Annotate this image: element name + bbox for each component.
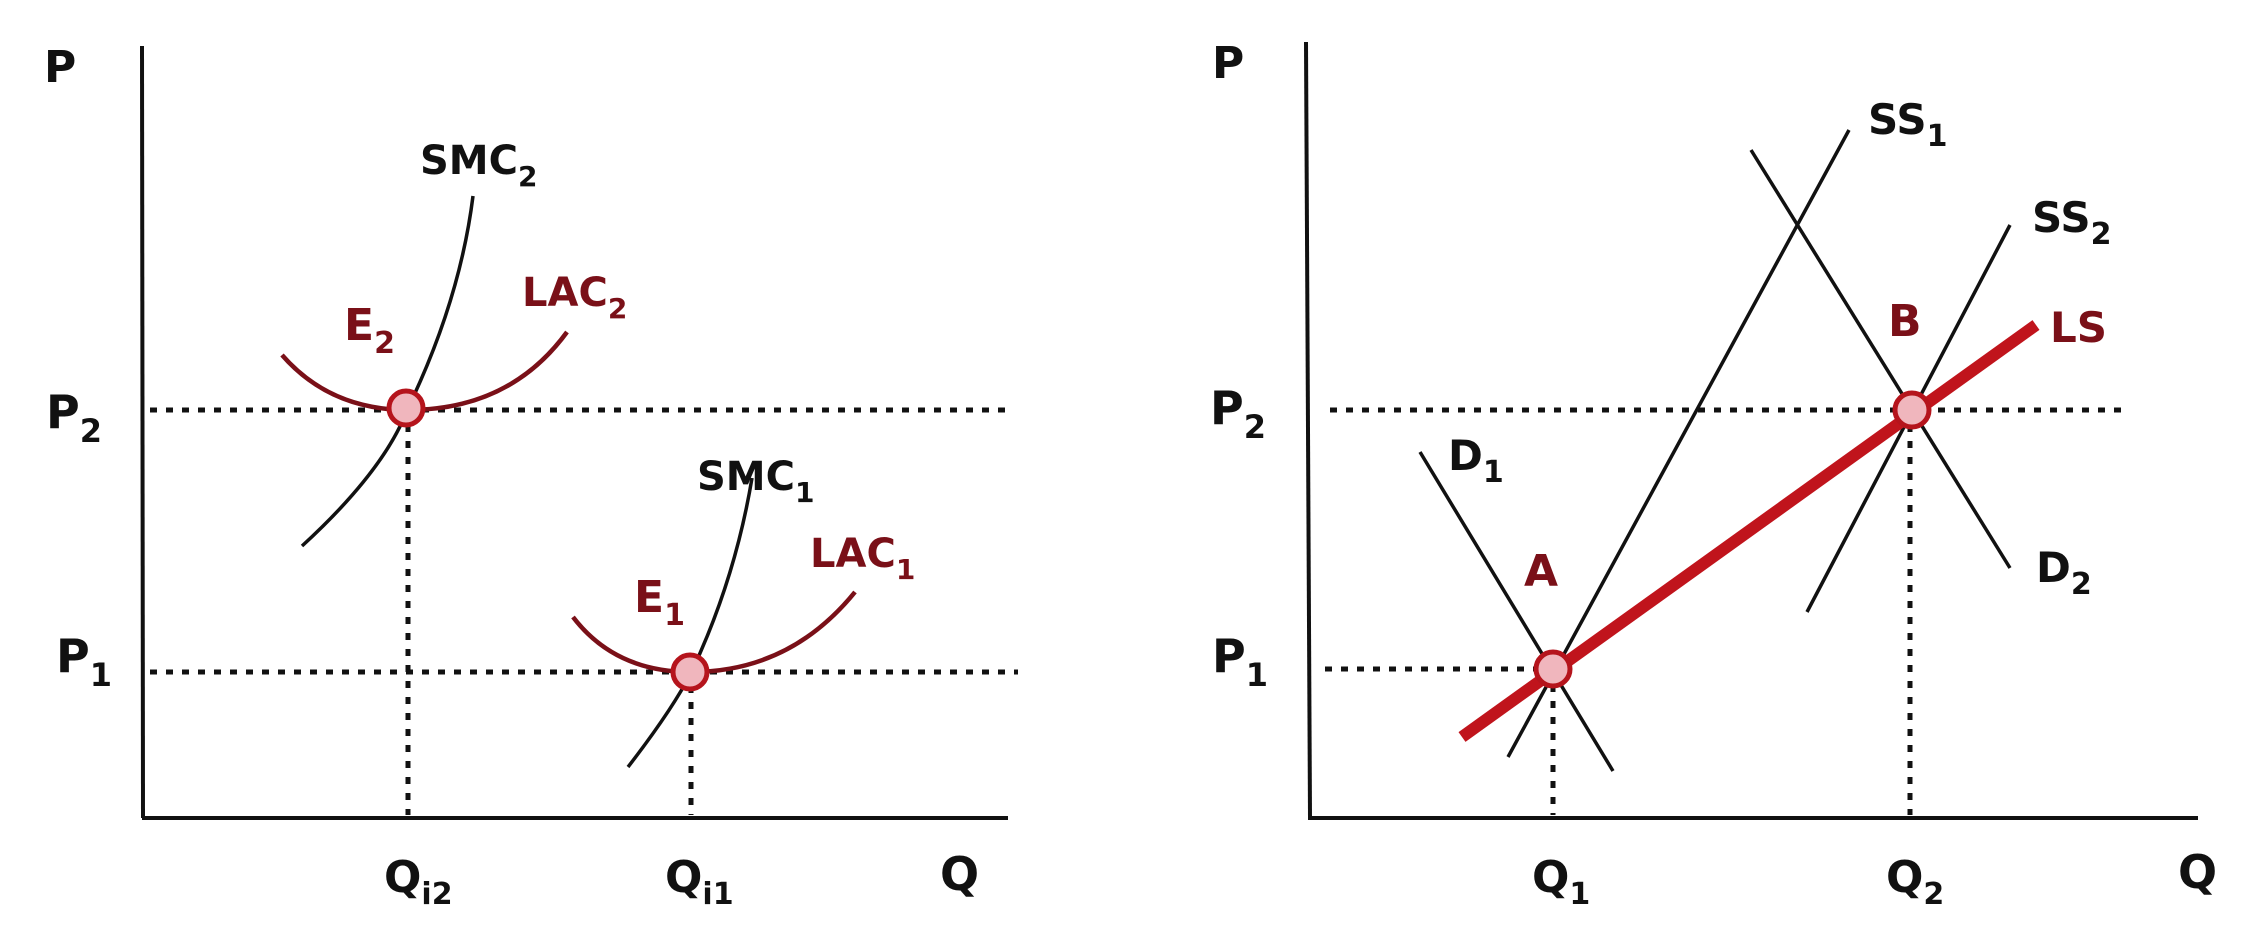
d2-line	[1749, 149, 2012, 569]
right-y-axis-label: P	[1212, 38, 1244, 89]
ss1-line	[1506, 129, 1851, 758]
right-q2-label: Q2	[1886, 852, 1944, 912]
lac1-curve	[571, 590, 857, 675]
smc1-label: SMC1	[697, 454, 814, 509]
right-q1-label: Q1	[1532, 852, 1590, 912]
e2-label: E2	[344, 300, 395, 361]
right-y-axis	[1304, 41, 1312, 819]
ss2-label: SS2	[2032, 193, 2112, 252]
left-panel: P Q P2 P1 Qi2 Qi1 SMC2 LAC2 SMC1 LAC1 E2…	[44, 42, 1018, 912]
right-x-axis-label: Q	[2178, 845, 2217, 899]
a-label: A	[1524, 546, 1558, 597]
ss1-label: SS1	[1868, 95, 1948, 154]
e2-point	[386, 388, 426, 428]
left-qi1-label: Qi1	[665, 852, 734, 912]
left-y-axis	[140, 45, 145, 819]
smc2-curve	[300, 195, 475, 548]
d1-label: D1	[1448, 431, 1504, 490]
b-label: B	[1888, 296, 1922, 347]
left-qi2-label: Qi2	[384, 852, 453, 912]
e1-point	[670, 652, 710, 692]
a-point	[1533, 649, 1573, 689]
left-y-axis-label: P	[44, 42, 76, 93]
smc2-label: SMC2	[420, 138, 537, 193]
ls-label: LS	[2050, 303, 2107, 352]
right-p2-label: P2	[1210, 381, 1266, 446]
left-x-axis-label: Q	[940, 847, 979, 901]
left-p1-label: P1	[56, 629, 112, 694]
right-p1-label: P1	[1212, 629, 1268, 694]
right-panel: P Q P2 P1 Q1 Q2 SS1 SS2 D1 D2 LS A B	[1210, 38, 2217, 912]
lac2-label: LAC2	[522, 270, 627, 325]
e1-label: E1	[634, 572, 685, 633]
b-point	[1892, 390, 1932, 430]
d2-label: D2	[2036, 543, 2092, 602]
lac1-label: LAC1	[810, 531, 915, 586]
d1-line	[1418, 451, 1615, 772]
left-p2-label: P2	[46, 385, 102, 450]
